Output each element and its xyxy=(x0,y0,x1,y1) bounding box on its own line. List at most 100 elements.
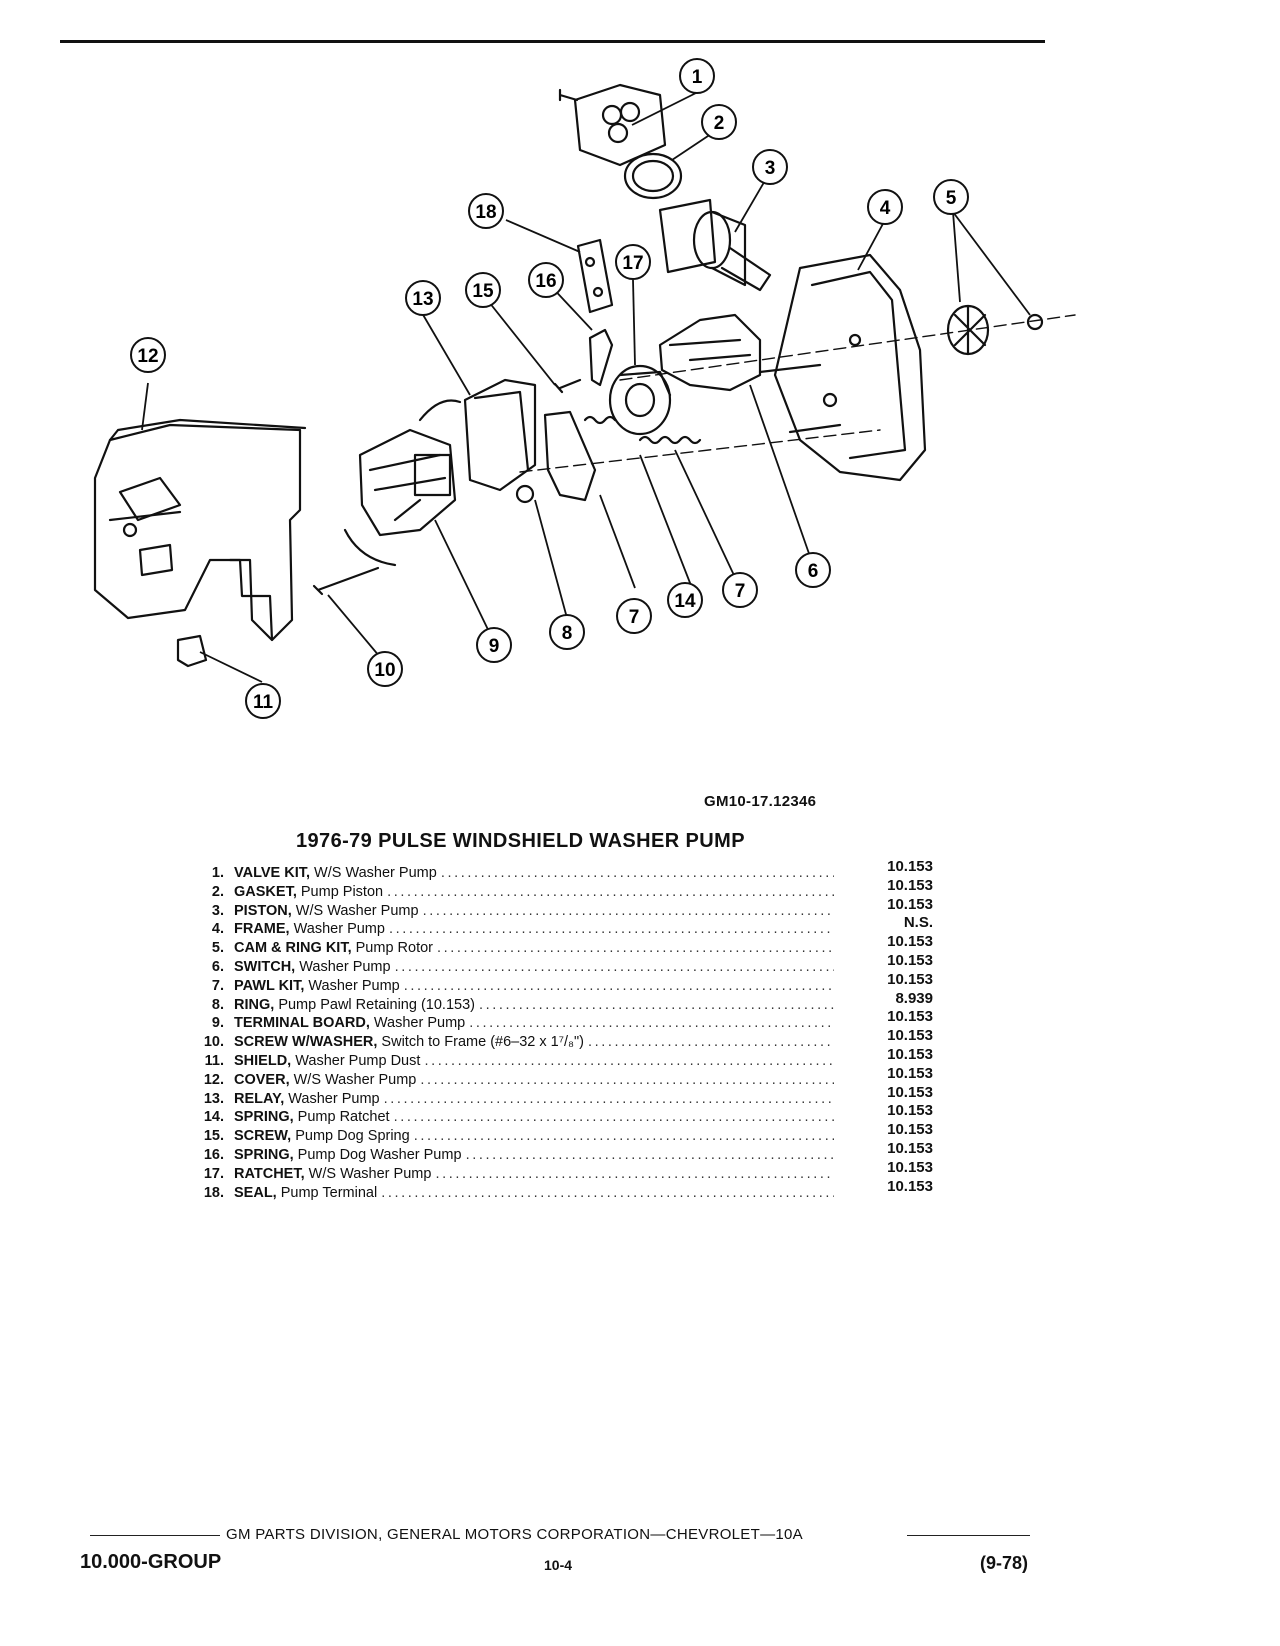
part-description: SHIELD, Washer Pump Dust ...............… xyxy=(234,1052,834,1071)
part-reference: 8.939 xyxy=(895,989,933,1007)
leader-dots: ........................................… xyxy=(440,865,834,881)
leader-dots: ........................................… xyxy=(388,921,834,938)
callout-circle xyxy=(549,614,585,650)
part-row: 13.RELAY, Washer Pump ..................… xyxy=(190,1084,950,1109)
callout-circle xyxy=(130,337,166,373)
part-number: 9. xyxy=(211,1015,224,1032)
footer-date: (9-78) xyxy=(980,1553,1029,1573)
part-row: 10.SCREW W/WASHER, Switch to Frame (#6–3… xyxy=(190,1027,950,1052)
callout-circle xyxy=(616,598,652,634)
part-row: 6.SWITCH, Washer Pump ..................… xyxy=(190,952,950,977)
frame-part-4 xyxy=(758,253,927,482)
leader-dots: ........................................… xyxy=(469,1015,834,1032)
part-detail: W/S Washer Pump xyxy=(308,1165,432,1182)
leader-dots: ........................................… xyxy=(588,1034,834,1051)
part-number: 15. xyxy=(203,1128,224,1145)
callout-label: 1 xyxy=(692,67,703,88)
part-row: 7.PAWL KIT, Washer Pump ................… xyxy=(190,971,950,996)
leader-dots: ........................................… xyxy=(383,1090,834,1107)
part-name: SHIELD, xyxy=(234,1052,292,1069)
part-detail: Washer Pump xyxy=(299,958,391,975)
part-row: 8.RING, Pump Pawl Retaining (10.153) ...… xyxy=(190,990,950,1015)
callout-label: 14 xyxy=(674,591,696,612)
part-detail: Pump Rotor xyxy=(355,940,434,957)
part-name: RING, xyxy=(234,996,275,1013)
callout-label: 9 xyxy=(489,636,500,657)
callout-label: 13 xyxy=(412,289,433,310)
part-reference: 10.153 xyxy=(887,970,933,988)
callout-circle xyxy=(465,272,501,308)
callout-17: 17 xyxy=(615,244,651,280)
part-description: GASKET, Pump Piston ....................… xyxy=(234,883,834,902)
part-row: 16.SPRING, Pump Dog Washer Pump ........… xyxy=(190,1140,950,1165)
relay-part-13 xyxy=(463,378,537,492)
part-description: CAM & RING KIT, Pump Rotor .............… xyxy=(234,939,834,958)
spring-part-16 xyxy=(588,328,614,387)
part-detail: Pump Piston xyxy=(300,883,384,900)
part-reference: 10.153 xyxy=(887,1102,933,1120)
part-description: PAWL KIT, Washer Pump ..................… xyxy=(234,977,834,996)
callout-circle xyxy=(679,58,715,94)
part-reference: 10.153 xyxy=(887,1064,933,1082)
callout-label: 18 xyxy=(475,202,496,223)
callout-15: 15 xyxy=(465,272,501,308)
part-detail: W/S Washer Pump xyxy=(295,902,419,919)
part-name: TERMINAL BOARD, xyxy=(234,1015,370,1032)
part-detail: W/S Washer Pump xyxy=(293,1071,417,1088)
part-row: 17. RATCHET, W/S Washer Pump ............… xyxy=(190,1159,950,1184)
part-description: PISTON, W/S Washer Pump ................… xyxy=(234,902,834,921)
part-number: 17. xyxy=(203,1165,224,1182)
spring-part-14 xyxy=(583,415,617,425)
part-row: 14.SPRING, Pump Ratchet ................… xyxy=(190,1102,950,1127)
part-name: SEAL, xyxy=(234,1184,277,1201)
leader-dots: ........................................… xyxy=(381,1184,834,1201)
part-detail: W/S Washer Pump xyxy=(314,865,437,881)
part-name: PISTON, xyxy=(234,902,292,919)
part-number: 3. xyxy=(211,902,224,919)
part-detail: Pump Dog Washer Pump xyxy=(297,1146,462,1163)
part-name: VALVE KIT, xyxy=(234,865,310,881)
part-reference: 10.153 xyxy=(887,858,933,875)
callout-8: 8 xyxy=(549,614,585,650)
part-description: RATCHET, W/S Washer Pump ...............… xyxy=(234,1165,834,1184)
part-detail: Washer Pump Dust xyxy=(295,1052,421,1069)
part-name: CAM & RING KIT, xyxy=(234,940,352,957)
callout-16: 16 xyxy=(528,262,564,298)
callout-18: 18 xyxy=(468,193,504,229)
part-row: 1.VALVE KIT, W/S Washer Pump ...........… xyxy=(190,858,950,883)
spring-part-7b xyxy=(638,435,702,445)
leader-dots: ........................................… xyxy=(465,1146,834,1163)
leader-dots: ........................................… xyxy=(393,1109,834,1126)
part-description: SEAL, Pump Terminal ....................… xyxy=(234,1184,834,1203)
callout-circle xyxy=(795,552,831,588)
leader-dots: ........................................… xyxy=(394,958,834,975)
part-reference: 10.153 xyxy=(887,1121,933,1139)
footer-rule-right xyxy=(907,1535,1030,1536)
seal-part-18 xyxy=(576,238,614,314)
part-number: 11. xyxy=(204,1052,224,1069)
part-description: TERMINAL BOARD, Washer Pump ............… xyxy=(234,1014,834,1033)
part-row: 15.SCREW, Pump Dog Spring ..............… xyxy=(190,1121,950,1146)
leader-dots: ........................................… xyxy=(435,1165,834,1182)
part-number: 4. xyxy=(211,921,224,938)
callout-1: 1 xyxy=(679,58,715,94)
callout-9: 9 xyxy=(476,627,512,663)
part-row: 9. TERMINAL BOARD, Washer Pump ..........… xyxy=(190,1008,950,1033)
part-name: COVER, xyxy=(234,1071,290,1088)
part-row: 2.GASKET, Pump Piston ..................… xyxy=(190,877,950,902)
part-reference: 10.153 xyxy=(887,1008,933,1026)
part-reference: N.S. xyxy=(903,914,933,932)
leader-dots: ........................................… xyxy=(387,883,834,900)
piston-part-3 xyxy=(658,198,772,292)
callout-circle xyxy=(722,572,758,608)
leader-dots: ........................................… xyxy=(437,940,834,957)
part-description: COVER, W/S Washer Pump .................… xyxy=(234,1071,834,1090)
part-name: SCREW W/WASHER, xyxy=(234,1034,378,1051)
cover-part-12 xyxy=(93,418,307,642)
valve-kit-part-1 xyxy=(558,83,667,167)
callout-2: 2 xyxy=(701,104,737,140)
callout-label: 2 xyxy=(714,113,725,134)
leader-dots: ........................................… xyxy=(403,977,834,994)
callout-label: 11 xyxy=(253,692,274,713)
part-description: RELAY, Washer Pump .....................… xyxy=(234,1090,834,1109)
